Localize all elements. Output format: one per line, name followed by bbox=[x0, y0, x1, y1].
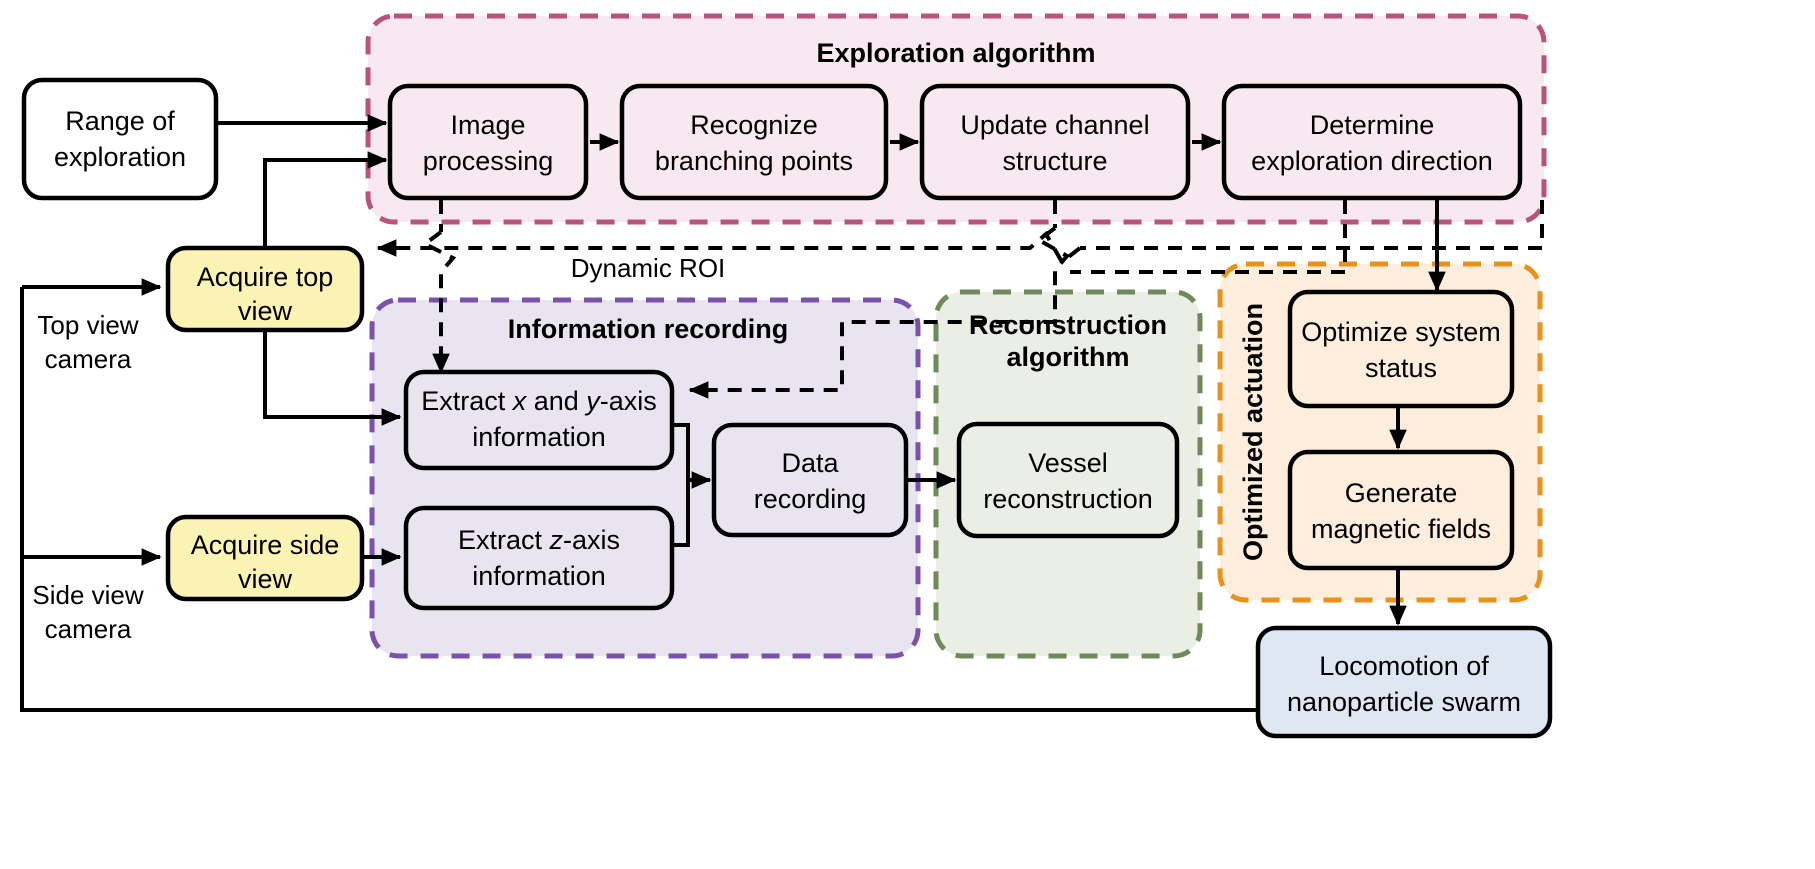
node-extract-z-information-line2: information bbox=[472, 561, 606, 591]
node-extract-xy-information-line1: Extract x and y-axis bbox=[421, 386, 657, 416]
node-locomotion-line2: nanoparticle swarm bbox=[1287, 687, 1521, 717]
node-vessel-reconstruction[interactable]: Vessel reconstruction bbox=[956, 421, 1180, 539]
node-locomotion-of-nanoparticle-swarm[interactable]: Locomotion of nanoparticle swarm bbox=[1255, 625, 1553, 739]
panel-reconstruction-title-line1: Reconstruction bbox=[969, 310, 1167, 340]
label-side-view-camera-line2: camera bbox=[45, 614, 132, 644]
node-range-of-exploration-line1: Range of bbox=[65, 106, 175, 136]
label-top-view-camera-line2: camera bbox=[45, 344, 132, 374]
node-recognize-branching-points-line1: Recognize bbox=[690, 110, 818, 140]
node-extract-z-information-box[interactable] bbox=[403, 505, 675, 611]
node-acquire-top-view-box[interactable] bbox=[165, 245, 365, 333]
node-data-recording[interactable]: Data recording bbox=[711, 422, 909, 538]
node-extract-xy-information[interactable]: Extract x and y-axis information bbox=[403, 369, 675, 471]
node-determine-exploration-direction-line2: exploration direction bbox=[1251, 146, 1493, 176]
node-recognize-branching-points-line2: branching points bbox=[655, 146, 853, 176]
panel-information-title: Information recording bbox=[508, 314, 789, 344]
panel-exploration-title: Exploration algorithm bbox=[816, 38, 1095, 68]
node-recognize-branching-points-box[interactable] bbox=[619, 83, 889, 201]
node-update-channel-structure-line2: structure bbox=[1002, 146, 1107, 176]
panel-reconstruction-title-line2: algorithm bbox=[1006, 342, 1129, 372]
node-acquire-side-view-box[interactable] bbox=[165, 514, 365, 602]
edge-camera-trunk-to-locomotion bbox=[20, 287, 1258, 712]
label-side-view-camera-line1: Side view bbox=[32, 580, 143, 610]
edge-acquire-top-to-extract-xy bbox=[263, 330, 402, 426]
node-optimize-system-status-box[interactable] bbox=[1287, 289, 1515, 409]
node-locomotion-line1: Locomotion of bbox=[1319, 651, 1489, 681]
node-update-channel-structure-line1: Update channel bbox=[960, 110, 1149, 140]
node-extract-xy-information-line2: information bbox=[472, 422, 606, 452]
node-optimize-system-status-line1: Optimize system bbox=[1301, 317, 1501, 347]
node-optimize-system-status[interactable]: Optimize system status bbox=[1287, 289, 1515, 409]
node-generate-magnetic-fields-line2: magnetic fields bbox=[1311, 514, 1491, 544]
node-acquire-side-view-line1: Acquire side bbox=[191, 530, 340, 560]
edge-extract-z-bracket bbox=[672, 480, 690, 547]
node-data-recording-box[interactable] bbox=[711, 422, 909, 538]
label-top-view-camera-line1: Top view bbox=[37, 310, 138, 340]
node-image-processing-box[interactable] bbox=[387, 83, 589, 201]
node-range-of-exploration[interactable]: Range of exploration bbox=[21, 77, 219, 201]
edge-update-channel-to-extract-xy bbox=[688, 226, 1071, 399]
node-update-channel-structure[interactable]: Update channel structure bbox=[919, 83, 1191, 201]
node-vessel-reconstruction-line1: Vessel bbox=[1028, 448, 1108, 478]
panel-actuation-title: Optimized actuation bbox=[1238, 303, 1268, 561]
node-update-channel-structure-box[interactable] bbox=[919, 83, 1191, 201]
node-extract-xy-information-box[interactable] bbox=[403, 369, 675, 471]
node-generate-magnetic-fields[interactable]: Generate magnetic fields bbox=[1287, 449, 1515, 571]
node-acquire-side-view-line2: view bbox=[238, 564, 293, 594]
node-data-recording-line1: Data bbox=[781, 448, 839, 478]
node-data-recording-line2: recording bbox=[754, 484, 867, 514]
node-acquire-side-view[interactable]: Acquire side view bbox=[165, 514, 365, 602]
node-vessel-reconstruction-box[interactable] bbox=[956, 421, 1180, 539]
label-dynamic-roi: Dynamic ROI bbox=[571, 253, 726, 283]
node-range-of-exploration-box[interactable] bbox=[21, 77, 219, 201]
node-optimize-system-status-line2: status bbox=[1365, 353, 1437, 383]
node-acquire-top-view-line2: view bbox=[238, 296, 293, 326]
node-determine-exploration-direction[interactable]: Determine exploration direction bbox=[1221, 83, 1523, 201]
node-image-processing-line2: processing bbox=[423, 146, 554, 176]
node-image-processing[interactable]: Image processing bbox=[387, 83, 589, 201]
node-vessel-reconstruction-line2: reconstruction bbox=[983, 484, 1153, 514]
node-range-of-exploration-line2: exploration bbox=[54, 142, 186, 172]
node-image-processing-line1: Image bbox=[450, 110, 525, 140]
edge-dynamic-roi-right-segment bbox=[1080, 200, 1544, 250]
node-generate-magnetic-fields-line1: Generate bbox=[1345, 478, 1458, 508]
edge-image-processing-to-extract-xy bbox=[421, 230, 457, 374]
node-locomotion-of-nanoparticle-swarm-box[interactable] bbox=[1255, 625, 1553, 739]
edge-acquire-top-to-image-processing bbox=[263, 151, 388, 248]
node-recognize-branching-points[interactable]: Recognize branching points bbox=[619, 83, 889, 201]
node-generate-magnetic-fields-box[interactable] bbox=[1287, 449, 1515, 571]
node-determine-exploration-direction-line1: Determine bbox=[1310, 110, 1435, 140]
node-extract-z-information[interactable]: Extract z-axis information bbox=[403, 505, 675, 611]
edge-determine-direction-dashed-feedback bbox=[1070, 200, 1347, 274]
node-acquire-top-view[interactable]: Acquire top view bbox=[165, 245, 365, 333]
node-extract-z-information-line1: Extract z-axis bbox=[458, 525, 620, 555]
node-acquire-top-view-line1: Acquire top bbox=[197, 262, 334, 292]
edge-extract-xy-bracket bbox=[672, 423, 690, 480]
edge-dynamic-roi-to-acquire-top bbox=[376, 230, 1082, 265]
node-determine-exploration-direction-box[interactable] bbox=[1221, 83, 1523, 201]
